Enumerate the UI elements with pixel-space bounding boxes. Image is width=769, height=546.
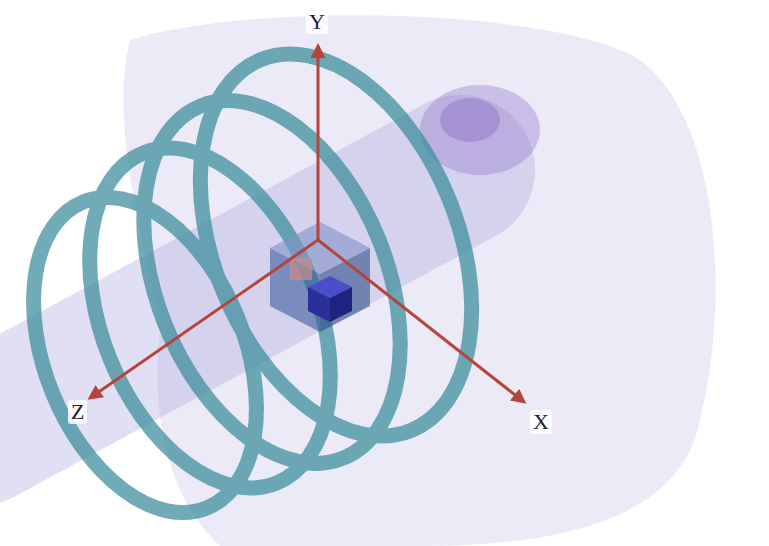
label-anchor: Z [68,400,87,424]
axes [90,46,524,402]
label-anchor: X [530,410,552,434]
cube-face [330,287,352,322]
limb-joint-core [440,98,500,142]
cube-face [308,287,330,322]
axis-label: Z [68,400,87,424]
axis-label: X [530,410,552,434]
y-axis [317,46,320,240]
field-cube [270,222,370,332]
x-axis [318,240,524,402]
helix-coil [0,14,524,546]
label-anchor: Y [306,10,328,34]
z-axis [90,240,318,398]
inner-block [290,258,312,280]
coil-turn [148,14,524,476]
axis-label: Y [306,10,328,34]
core-cube [308,276,352,322]
